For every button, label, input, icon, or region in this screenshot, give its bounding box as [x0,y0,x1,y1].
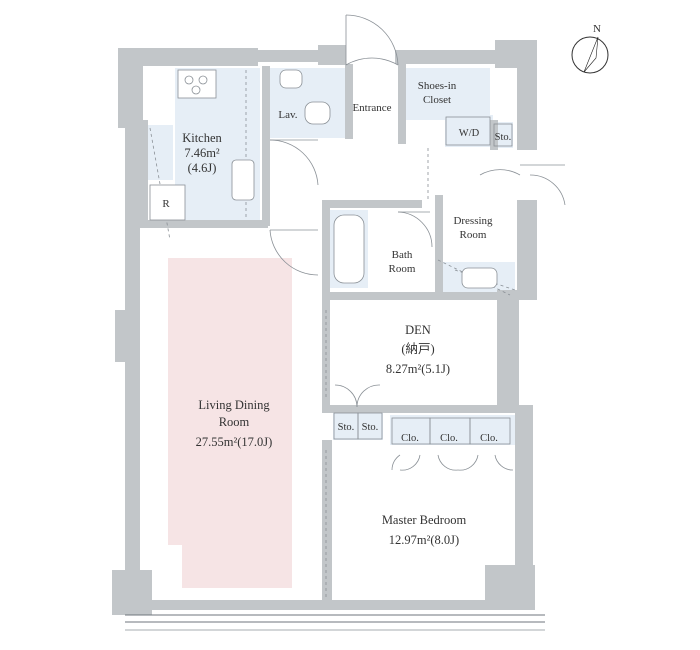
storage-a-label: Sto. [338,422,355,433]
kitchen-area: 7.46m² [184,146,220,160]
kitchen-label: Kitchen [182,131,222,145]
den-label: DEN [405,323,431,337]
storage-top-box [493,123,513,147]
dashed-lines [149,70,516,600]
washer-label: W/D [459,128,480,139]
lavatory-wet-area [265,68,345,138]
compass-north-label: N [593,23,601,35]
washer-box [445,116,491,146]
toilet-icon [304,101,331,125]
compass-icon [571,36,609,74]
refrigerator-label: R [162,198,170,210]
master-label: Master Bedroom [382,513,467,527]
closet-boxes [333,412,511,445]
bath-label-1: Bath [392,249,413,261]
lavatory-sink-icon [279,69,303,89]
refrigerator-icon [149,184,186,221]
closet-3-label: Clo. [480,433,498,444]
balcony-window [125,614,545,631]
storage-b-label: Sto. [362,422,379,433]
lavatory-label: Lav. [278,109,297,121]
dressing-label-1: Dressing [453,215,493,227]
bath-label-2: Room [389,263,416,275]
interior-doors [269,139,566,471]
vanity-sink-icon [461,267,498,289]
storage-top-label: Sto. [495,132,512,143]
kitchen-side-wet-area [148,125,173,180]
dressing-label-2: Room [460,229,487,241]
washer-wet-area [445,115,493,147]
kitchen-sink-icon [231,159,255,201]
shoes-closet-label-1: Shoes-in [418,80,457,92]
closets-wet-area [390,415,515,445]
master-area: 12.97m²(8.0J) [389,533,459,547]
kitchen-stove-icon [177,69,217,99]
entrance-door [345,14,399,66]
closet-2-label: Clo. [440,433,458,444]
den-area: 8.27m²(5.1J) [386,362,450,376]
living-label-2: Room [219,415,250,429]
kitchen-tatami: (4.6J) [188,161,217,175]
shoes-closet-wet-area [405,68,490,120]
entrance-label: Entrance [352,102,391,114]
living-floor-highlight [168,258,292,588]
living-label-1: Living Dining [198,398,270,412]
outer-walls [112,40,537,615]
shoes-closet-label-2: Closet [423,94,451,106]
bathtub-icon [333,214,365,284]
living-area: 27.55m²(17.0J) [196,435,273,449]
den-sub-label: (納戸) [401,342,434,356]
closet-1-label: Clo. [401,433,419,444]
